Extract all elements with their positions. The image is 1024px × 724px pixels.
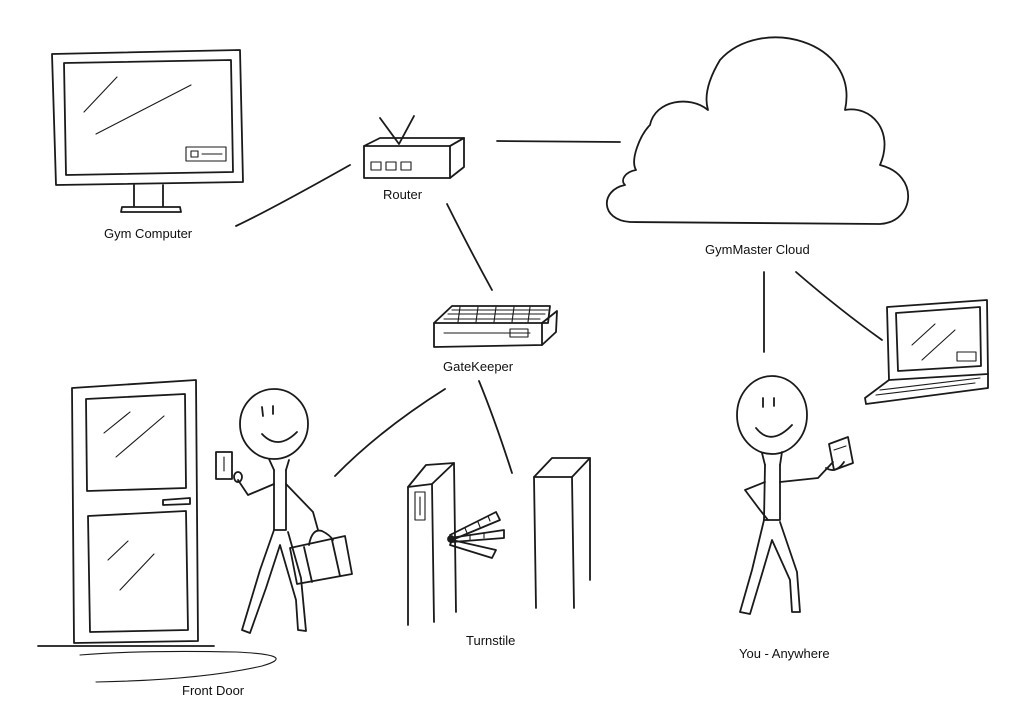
link-gatekeeper-door (334, 388, 446, 477)
label-gym-computer: Gym Computer (104, 226, 193, 241)
label-gatekeeper: GateKeeper (443, 359, 514, 374)
laptop-icon (864, 299, 989, 405)
link-router-cloud (496, 140, 621, 143)
link-computer-router (235, 164, 351, 227)
link-router-gatekeeper (446, 203, 493, 291)
label-front-door: Front Door (182, 683, 245, 698)
link-cloud-laptop (795, 271, 883, 341)
gatekeeper-device-icon (433, 305, 558, 348)
you-figure-icon (736, 375, 834, 615)
router-icon (363, 115, 465, 179)
label-you-anywhere: You - Anywhere (739, 646, 830, 661)
monitor-icon (51, 49, 244, 213)
phone-icon (825, 436, 854, 471)
stick-figure-icon (233, 388, 319, 634)
turnstile-icon (407, 457, 591, 626)
link-gatekeeper-turnstile (478, 380, 513, 474)
connections (235, 140, 883, 477)
cloud-icon (605, 36, 910, 225)
label-gymmaster-cloud: GymMaster Cloud (705, 242, 810, 257)
card-reader-icon (215, 451, 233, 480)
door-icon (37, 379, 277, 683)
bag-icon (289, 529, 353, 585)
label-router: Router (383, 187, 423, 202)
label-turnstile: Turnstile (466, 633, 516, 648)
